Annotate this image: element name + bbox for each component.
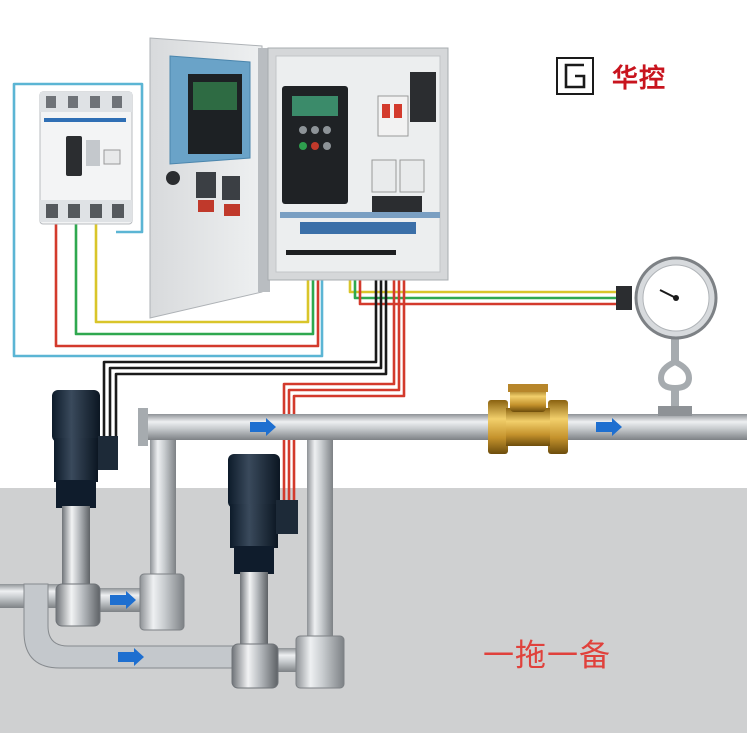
flow-arrow-icon: [110, 591, 136, 609]
wire-motor2-c: [292, 236, 406, 505]
control-cabinet: [149, 37, 449, 319]
frequency-inverter: [282, 86, 348, 204]
brand-name: 华控: [612, 63, 667, 94]
diagram-caption: 一拖一备: [483, 638, 611, 674]
wire-blue-main: [12, 82, 324, 358]
wire-motor2-b: [287, 236, 401, 505]
door-contactors: [196, 172, 240, 216]
wire-motor1-a: [102, 236, 378, 452]
wire-motor1-b: [108, 236, 383, 452]
flow-arrow-icon: [118, 648, 144, 666]
riser-pipe-1: [150, 440, 176, 576]
g-square-logo-icon: [556, 57, 594, 95]
flow-arrows: [110, 418, 622, 666]
wire-motor2-a: [282, 236, 396, 505]
flow-arrow-icon: [250, 418, 276, 436]
pressure-gauge: [616, 256, 718, 416]
flow-arrow-icon: [596, 418, 622, 436]
wire-blue-loop: [116, 82, 144, 234]
wire-green-breaker: [74, 222, 315, 336]
brand: 华控: [556, 57, 666, 95]
discharge-header-pipe: [142, 414, 747, 440]
circuit-breaker: [39, 91, 133, 225]
riser-pipe-2: [307, 440, 333, 636]
wire-red-breaker: [54, 222, 320, 348]
wire-motor1-c: [114, 236, 388, 452]
pipes: [0, 408, 747, 689]
pump-primary: [52, 390, 118, 627]
check-valve: [488, 384, 568, 454]
pump-standby: [228, 454, 298, 689]
